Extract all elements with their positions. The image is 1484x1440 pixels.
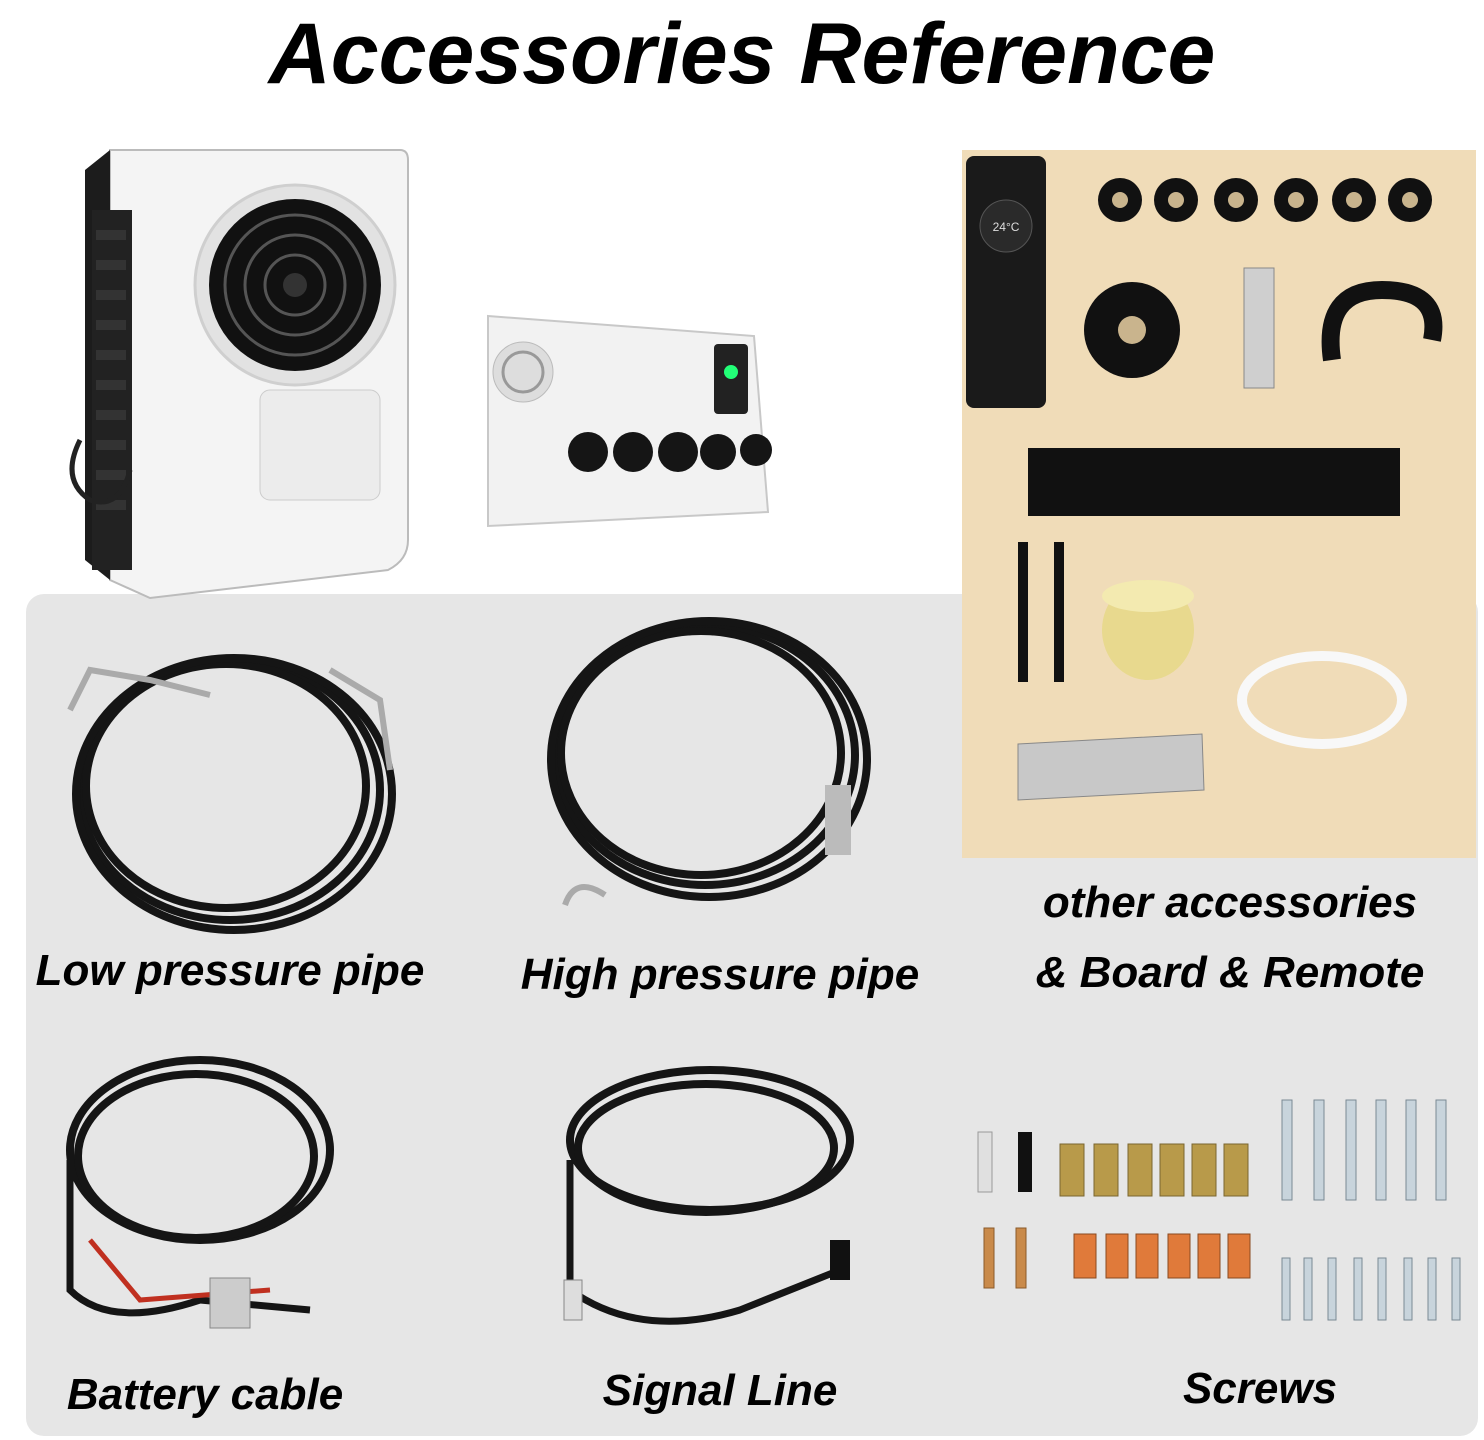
evaporator-unit-image: [487, 314, 772, 528]
high-pressure-pipe-image: [547, 617, 871, 907]
caption-battery-cable: Battery cable: [66, 1370, 344, 1419]
accessories-board-items: 24°C: [966, 156, 1443, 801]
caption-high-pressure-pipe: High pressure pipe: [520, 950, 920, 999]
battery-cable-image: [66, 1056, 334, 1329]
low-pressure-pipe-image: [67, 654, 396, 934]
caption-screws: Screws: [1182, 1364, 1338, 1413]
caption-other-accessories: other accessories: [1042, 878, 1418, 927]
caption-board-remote: & Board & Remote: [1035, 948, 1425, 997]
remote-control-icon: [966, 156, 1046, 408]
condenser-unit-image: [69, 149, 409, 600]
page-title: Accessories Reference: [268, 6, 1216, 102]
signal-line-image: [563, 1066, 854, 1325]
caption-low-pressure-pipe: Low pressure pipe: [35, 946, 425, 995]
remote-temp-readout: 24°C: [993, 220, 1020, 234]
screws-image: [977, 1099, 1461, 1321]
caption-signal-line: Signal Line: [602, 1366, 838, 1415]
